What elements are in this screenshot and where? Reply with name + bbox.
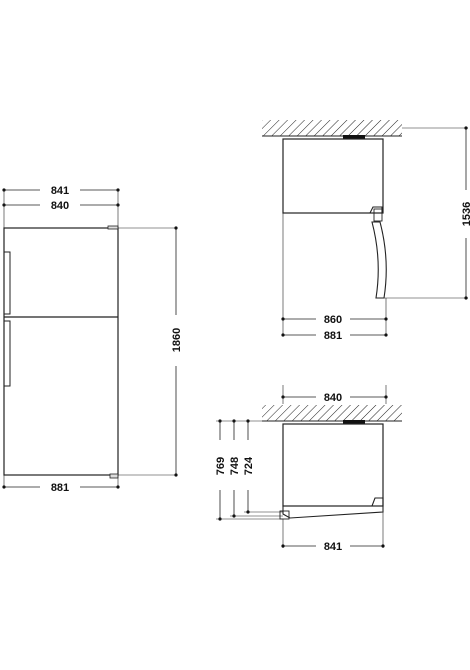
dim-width-841: 841 — [2, 185, 120, 197]
label-840-front: 840 — [51, 200, 69, 212]
dim-841-top: 841 — [281, 512, 385, 553]
dim-width-840: 840 — [2, 200, 120, 212]
label-841-top: 841 — [324, 541, 342, 553]
dim-depth-881-front: 881 — [2, 475, 120, 494]
fridge-side-open-outline — [283, 206, 383, 214]
label-881-side: 881 — [324, 330, 342, 342]
label-1536: 1536 — [461, 202, 470, 226]
side-view: 1536 860 881 — [262, 120, 470, 342]
door-hinge-side — [373, 208, 383, 222]
label-881-front: 881 — [51, 482, 69, 494]
wall-hatch-top — [262, 120, 402, 136]
fridge-top-body — [282, 423, 384, 507]
open-door — [371, 221, 387, 299]
dim-748: 748 — [229, 419, 241, 518]
bottom-door-handle — [3, 320, 11, 387]
label-769: 769 — [215, 457, 227, 475]
top-door-handle — [3, 251, 11, 315]
label-840-top: 840 — [324, 392, 342, 404]
dim-height-1860: 1860 — [118, 226, 183, 477]
dim-881-side: 881 — [281, 330, 388, 342]
fridge-front-body — [3, 227, 119, 476]
front-door-top — [282, 497, 384, 519]
wall-marker-bottom — [343, 420, 365, 424]
door-handle-top — [279, 510, 290, 520]
wall-marker-top — [343, 135, 365, 139]
fridge-side-body — [282, 138, 384, 214]
top-hinge — [107, 225, 119, 230]
label-724: 724 — [243, 456, 255, 475]
label-860: 860 — [324, 314, 342, 326]
label-1860: 1860 — [171, 328, 183, 352]
top-view: 840 769 748 724 — [215, 385, 402, 553]
dim-height-1536: 1536 — [384, 126, 470, 300]
label-748: 748 — [229, 457, 241, 475]
dim-840-top: 840 — [281, 385, 388, 404]
dim-724: 724 — [243, 419, 255, 514]
label-841-front: 841 — [51, 185, 69, 197]
bottom-foot — [109, 473, 119, 479]
dim-860: 860 — [281, 314, 388, 326]
dim-769: 769 — [215, 419, 227, 521]
wall-hatch-bottom — [262, 405, 402, 421]
front-view: 841 840 1860 — [2, 185, 183, 494]
